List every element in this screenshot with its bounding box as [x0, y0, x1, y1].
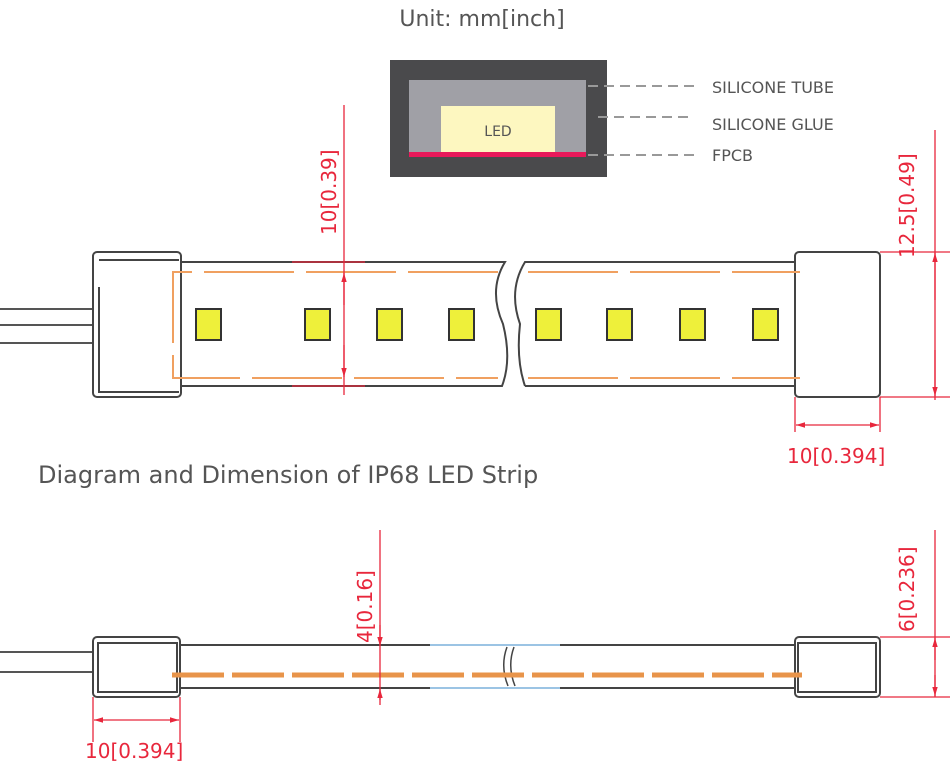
diagram-caption: Diagram and Dimension of IP68 LED Strip: [38, 461, 538, 489]
led-label: LED: [484, 124, 511, 140]
callout-silicone-glue: SILICONE GLUE: [712, 115, 834, 134]
dim-top-end-cap: 10[0.394]: [787, 444, 885, 468]
dim-side-end-cap: 10[0.394]: [85, 739, 183, 763]
end-cap-right: [794, 251, 881, 398]
strip-side-view: 4[0.16] 6[0.236] 10[0.394]: [0, 530, 950, 763]
cross-section: LED SILICONE TUBE SILICONE GLUE FPCB: [390, 60, 834, 177]
strip-top-view: 10[0.39] 12.5[0.49] 10[0.394]: [0, 105, 950, 468]
end-cap-left: [92, 251, 182, 398]
callout-fpcb: FPCB: [712, 146, 753, 165]
dim-top-inner-height: 10[0.39]: [317, 149, 341, 235]
dim-side-outer-height: 6[0.236]: [895, 546, 919, 632]
led-chips: [195, 308, 779, 341]
unit-label: Unit: mm[inch]: [399, 7, 564, 32]
fpcb-layer: [409, 152, 586, 157]
callout-silicone-tube: SILICONE TUBE: [712, 78, 834, 97]
dim-top-outer-height: 12.5[0.49]: [895, 153, 919, 258]
dim-side-inner-height: 4[0.16]: [353, 570, 377, 643]
